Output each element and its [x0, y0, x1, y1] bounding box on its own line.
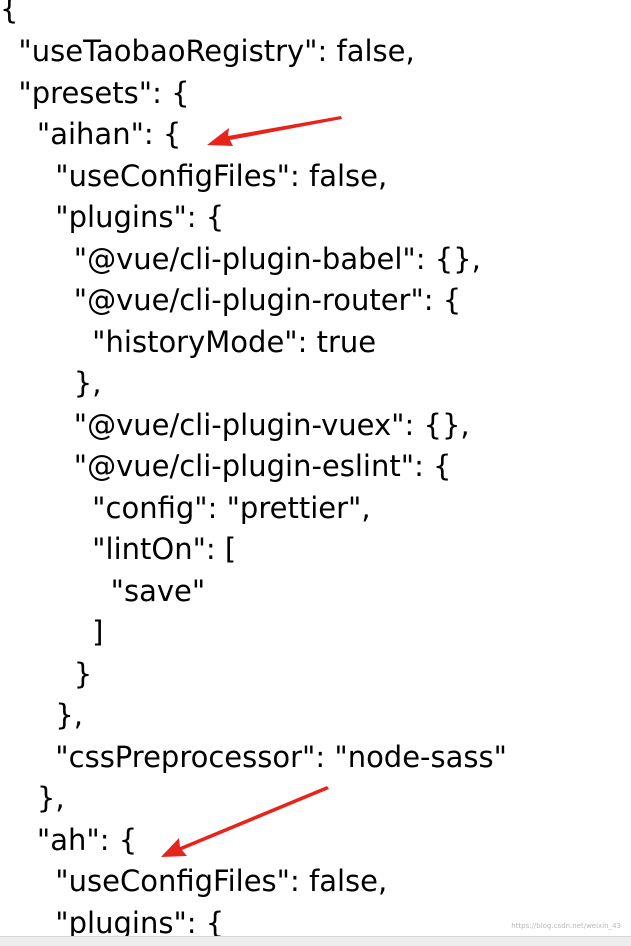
code-line: "config": "prettier",: [0, 491, 371, 525]
code-line: "@vue/cli-plugin-eslint": {: [0, 449, 452, 483]
code-line: ]: [0, 615, 104, 649]
code-line: "save": [0, 574, 206, 608]
code-line: "@vue/cli-plugin-babel": {},: [0, 242, 481, 276]
code-line: "lintOn": [: [0, 532, 237, 566]
code-line: "useConfigFiles": false,: [0, 159, 388, 193]
code-line: },: [0, 698, 83, 732]
watermark: https://blog.csdn.net/weixin_43: [511, 922, 621, 930]
bottom-edge: [0, 936, 631, 946]
code-line: "presets": {: [0, 76, 190, 110]
code-line: "@vue/cli-plugin-router": {: [0, 283, 462, 317]
code-line: "aihan": {: [0, 117, 182, 151]
code-line: },: [0, 366, 102, 400]
code-line: "cssPreprocessor": "node-sass": [0, 740, 507, 774]
code-line: },: [0, 781, 65, 815]
code-line: {: [0, 0, 19, 26]
code-line: "useTaobaoRegistry": false,: [0, 34, 415, 68]
code-line: "ah": {: [0, 823, 138, 857]
code-line: "plugins": {: [0, 200, 225, 234]
code-line: "historyMode": true: [0, 325, 377, 359]
code-line: }: [0, 657, 93, 691]
code-line: "plugins": {: [0, 906, 225, 940]
code-line: "@vue/cli-plugin-vuex": {},: [0, 408, 470, 442]
code-line: "useConfigFiles": false,: [0, 864, 388, 898]
